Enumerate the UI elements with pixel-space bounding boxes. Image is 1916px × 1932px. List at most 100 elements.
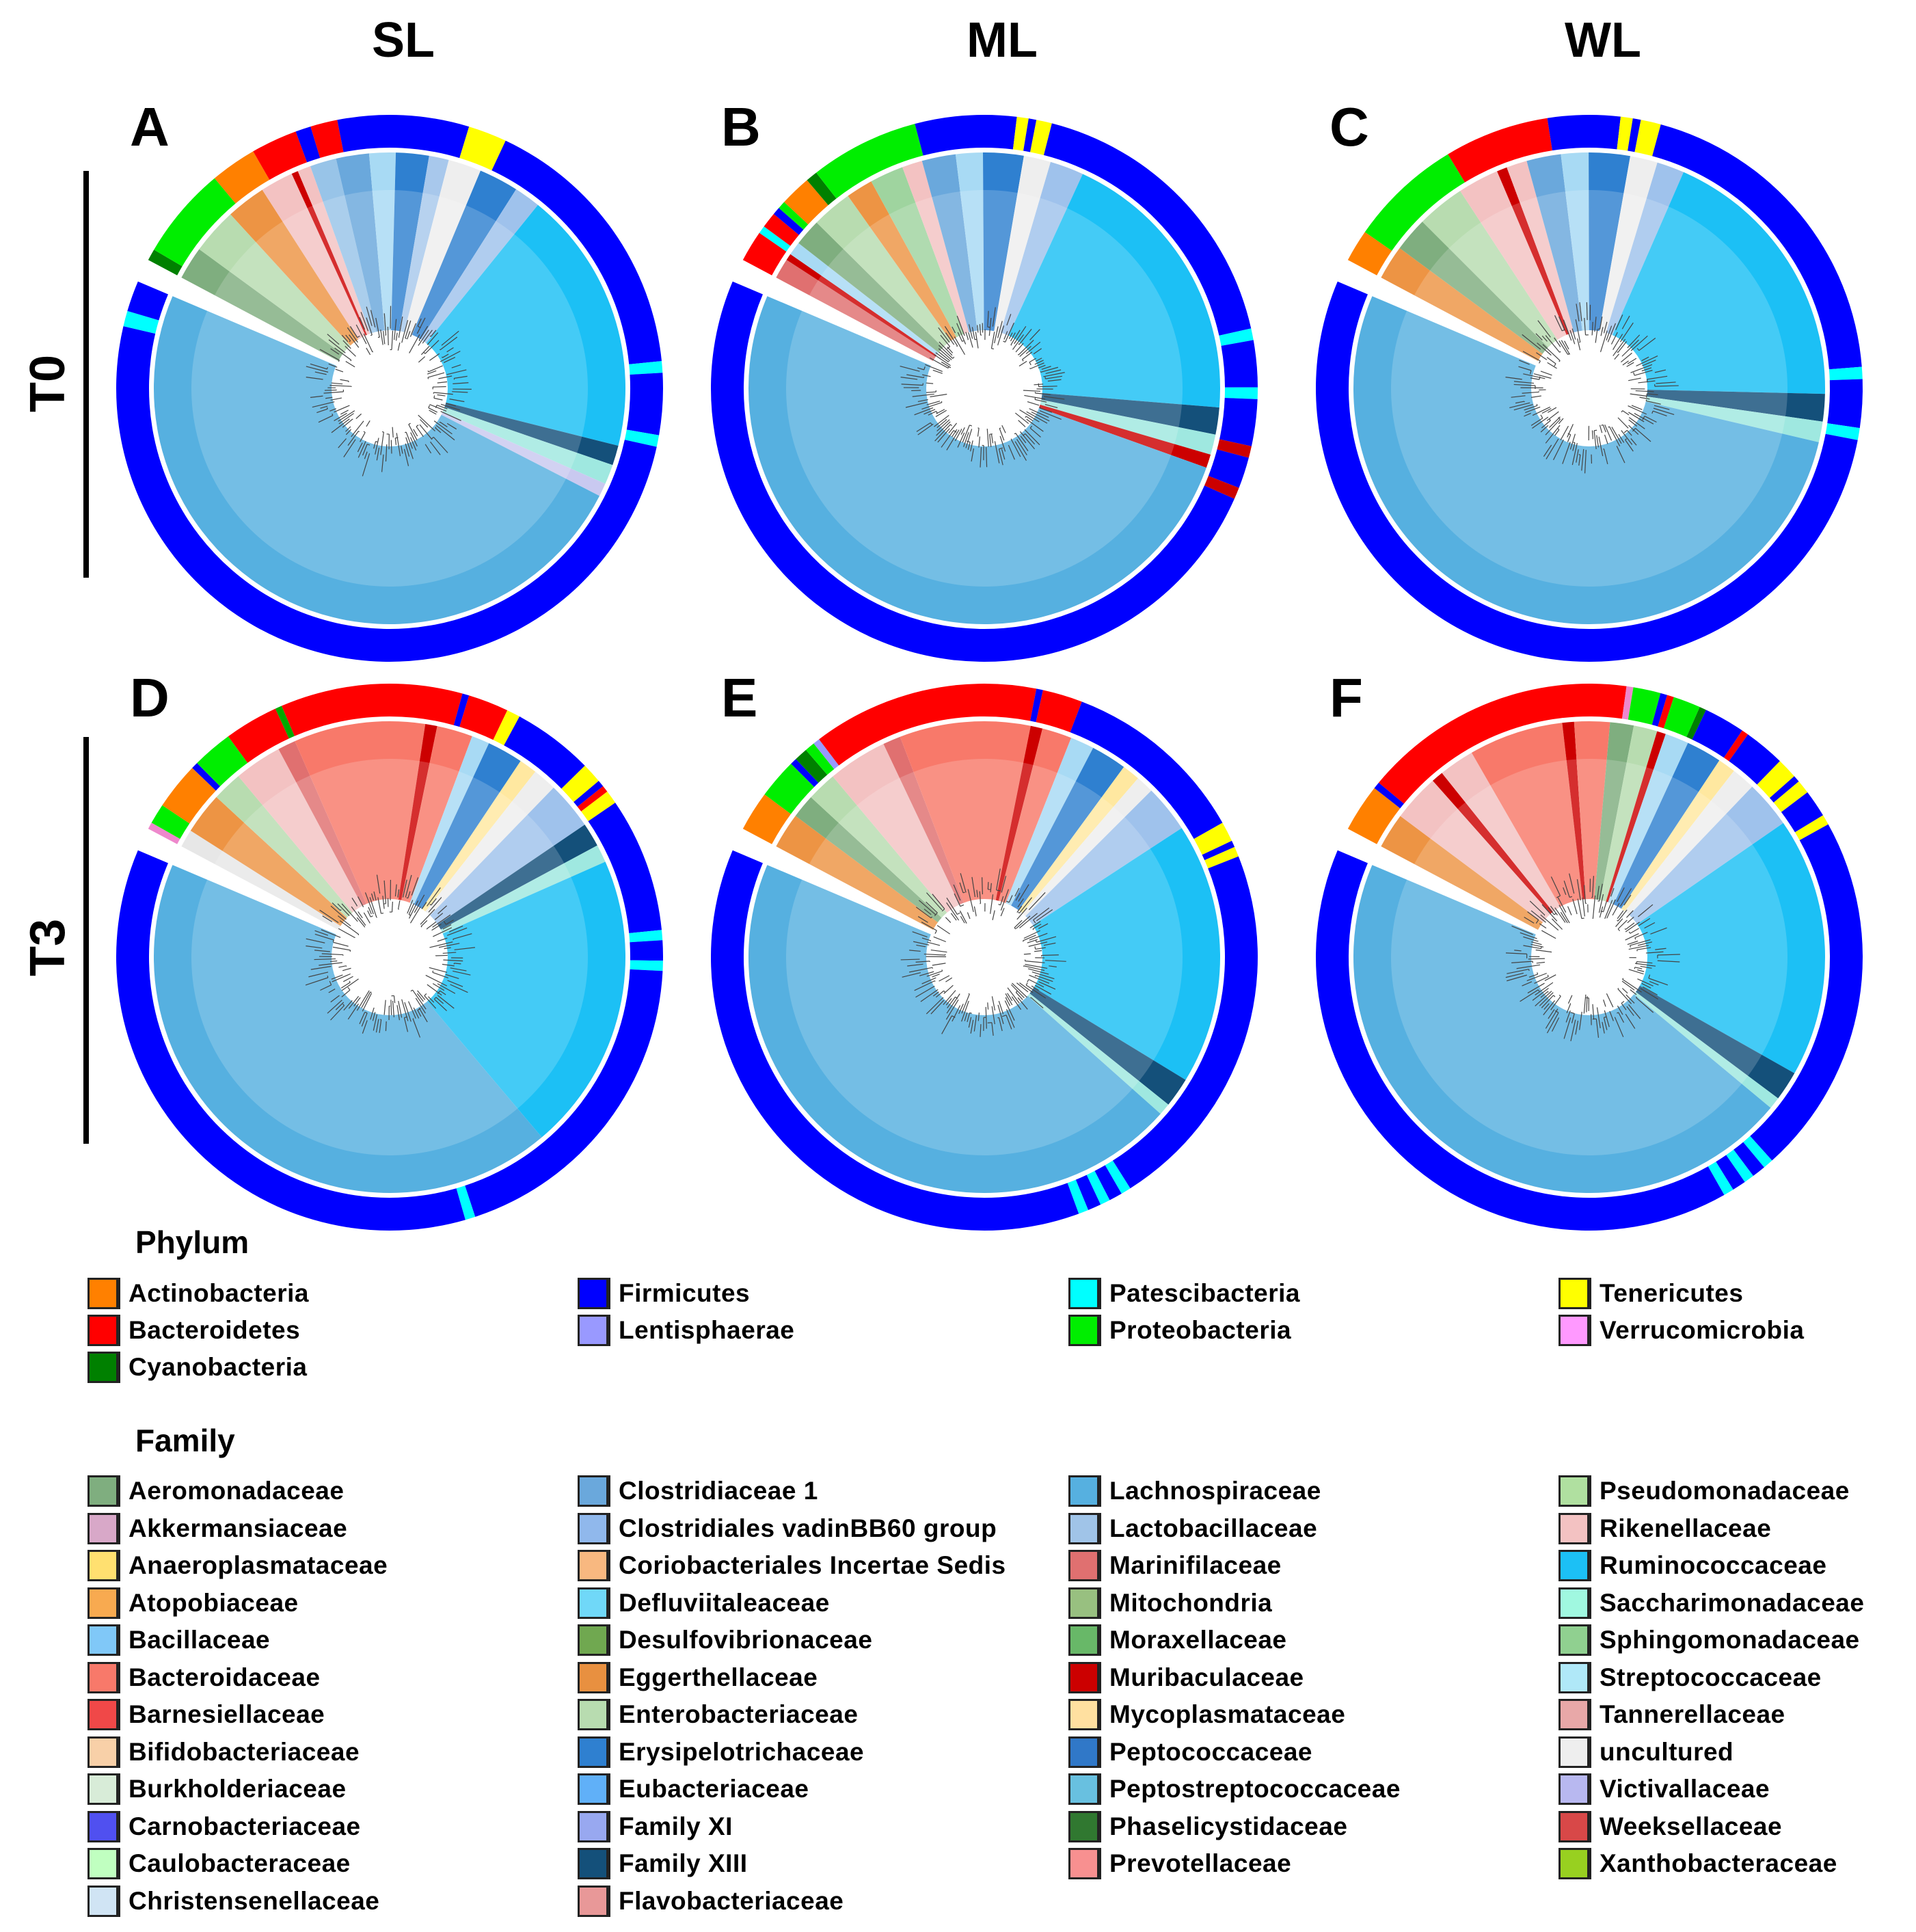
family-swatch — [87, 1550, 120, 1581]
family-label: Flavobacteriaceae — [619, 1886, 844, 1915]
family-swatch — [578, 1885, 610, 1917]
inner-halo — [1390, 759, 1787, 1155]
family-wedge — [776, 816, 968, 948]
phylum-ring-segment — [1634, 120, 1661, 157]
phylum-ring-segment — [1221, 340, 1258, 388]
family-swatch — [1559, 1848, 1591, 1879]
phylum-swatch — [87, 1278, 120, 1309]
row-bracket-t0 — [83, 171, 89, 578]
family-label: Carnobacteriaceae — [129, 1812, 361, 1840]
phylum-swatch — [1068, 1278, 1101, 1309]
family-swatch — [1068, 1512, 1101, 1544]
family-legend-item: Moraxellaceae — [1068, 1622, 1287, 1658]
family-wedge — [1001, 828, 1220, 1080]
phylum-ring-segment — [456, 1185, 476, 1220]
family-label: Eggerthellaceae — [619, 1663, 818, 1691]
phylum-ring-segment — [1663, 697, 1700, 738]
phylum-ring-segment — [1030, 120, 1052, 155]
phylum-swatch — [578, 1315, 610, 1346]
phylum-ring-segment — [816, 124, 923, 199]
family-legend-item: Flavobacteriaceae — [578, 1883, 844, 1919]
family-swatch — [1068, 1773, 1101, 1805]
family-wedge — [748, 296, 1206, 624]
phylum-ring-segment — [1825, 423, 1860, 440]
family-label: Marinifilaceae — [1109, 1551, 1282, 1579]
family-legend-item: Eubacteriaceae — [578, 1771, 809, 1807]
phylum-ring-segment — [1202, 840, 1235, 861]
inner-halo — [191, 190, 588, 587]
family-label: Caulobacteraceae — [129, 1849, 351, 1877]
column-header-ml: ML — [967, 13, 1038, 68]
family-wedge — [795, 797, 969, 945]
family-wedge — [790, 243, 969, 377]
family-wedge — [993, 174, 1220, 408]
phylum-ring-segment — [1743, 1136, 1772, 1168]
phylum-ring-segment — [1750, 824, 1863, 1161]
family-swatch — [87, 1512, 120, 1544]
phylum-ring-segment — [1030, 688, 1043, 723]
phylum-label: Proteobacteria — [1109, 1316, 1292, 1344]
phylum-ring-segment — [807, 172, 837, 206]
family-label: Clostridiaceae 1 — [619, 1477, 818, 1505]
family-label: Weeksellaceae — [1600, 1812, 1783, 1840]
phylum-ring-segment — [197, 736, 248, 787]
phylum-ring-segment — [1043, 123, 1252, 336]
family-wedge — [921, 154, 982, 369]
family-legend-item: Phaselicystidaceae — [1068, 1809, 1347, 1844]
family-wedge — [816, 196, 973, 374]
family-wedge — [1562, 721, 1589, 937]
family-legend-item: Family XIII — [578, 1846, 748, 1881]
family-wedge — [1589, 152, 1631, 368]
phylum-ring-segment — [1315, 850, 1725, 1231]
family-label: Pseudomonadaceae — [1600, 1477, 1850, 1505]
family-wedge — [394, 726, 472, 938]
phylum-ring-segment — [1036, 690, 1082, 733]
family-swatch — [1068, 1699, 1101, 1730]
panel-label-f: F — [1330, 667, 1363, 728]
family-swatch — [1559, 1512, 1591, 1544]
phylum-legend-item: Lentisphaerae — [578, 1313, 794, 1348]
family-label: Enterobacteriaceae — [619, 1700, 859, 1728]
row-header-t3: T3 — [21, 918, 75, 977]
phylum-ring-segment — [1726, 1149, 1753, 1182]
phylum-legend-item: Firmicutes — [578, 1276, 750, 1311]
phylum-ring-segment — [1347, 232, 1392, 276]
family-label: Xanthobacteraceae — [1600, 1849, 1837, 1877]
family-label: Atopobiaceae — [129, 1588, 299, 1617]
phylum-ring-segment — [148, 822, 180, 844]
phylum-ring-segment — [295, 126, 321, 163]
family-wedge — [1602, 770, 1753, 943]
family-wedge — [1381, 247, 1573, 379]
family-legend-item: Bifidobacteriaceae — [87, 1734, 360, 1770]
family-label: Victivallaceae — [1600, 1775, 1770, 1803]
tree-branches — [306, 306, 472, 477]
phylum-ring-segment — [1708, 1162, 1733, 1195]
phylum-ring-segment — [1075, 1175, 1101, 1210]
phylum-swatch — [1559, 1278, 1591, 1309]
family-swatch — [87, 1475, 120, 1507]
phylum-ring-segment — [819, 684, 1037, 766]
tree-branches — [305, 874, 476, 1038]
tree-branches — [1505, 873, 1680, 1041]
phylum-ring-segment — [1070, 701, 1223, 840]
family-wedge — [396, 736, 489, 939]
family-wedge — [811, 776, 971, 943]
family-swatch — [87, 1885, 120, 1917]
family-swatch — [87, 1587, 120, 1619]
family-wedge — [798, 222, 970, 376]
family-label: Christensenellaceae — [129, 1886, 380, 1915]
family-legend-item: Enterobacteriaceae — [578, 1697, 858, 1732]
phylogenetic-tree-a — [116, 115, 663, 662]
family-label: Akkermansiaceae — [129, 1514, 348, 1542]
inner-halo — [785, 759, 1183, 1155]
phylum-label: Tenericutes — [1600, 1279, 1744, 1307]
phylum-ring-segment — [1448, 118, 1552, 183]
family-label: Eubacteriaceae — [619, 1775, 809, 1803]
panel-label-e: E — [721, 667, 758, 728]
phylum-ring-segment — [151, 805, 190, 840]
phylum-ring-segment — [192, 763, 221, 791]
family-wedge — [278, 741, 381, 939]
phylum-label: Cyanobacteria — [129, 1353, 308, 1381]
tree-center — [332, 899, 448, 1015]
phylum-ring-segment — [784, 180, 828, 225]
